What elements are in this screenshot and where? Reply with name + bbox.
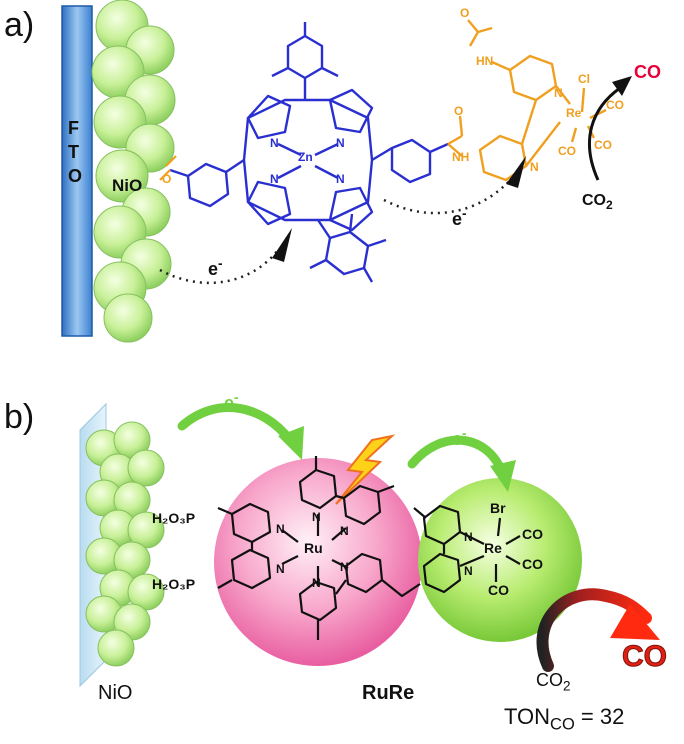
co-ligand-b-1: CO (522, 526, 543, 542)
phosphonate-upper: H₂O₃P (152, 510, 196, 526)
nio-particles-a (91, 0, 176, 343)
re-atom-a: Re (566, 106, 582, 120)
panel-a-label: a) (4, 6, 35, 44)
nio-label-b: NiO (98, 682, 133, 704)
ru-n-4: N (312, 576, 321, 590)
ru-n-1: N (276, 522, 285, 536)
fto-letter-o: O (68, 166, 83, 186)
co2-to-co-arrow-a (588, 86, 621, 181)
fto-letter-f: F (68, 118, 79, 138)
electron-label-b-left: e- (224, 390, 239, 413)
re-atom-b: Re (484, 540, 502, 556)
ru-n-3: N (312, 510, 321, 524)
bpy-n-lower: N (530, 160, 539, 174)
re-n-2: N (464, 564, 473, 578)
co-ligand-a-3: CO (558, 144, 576, 158)
ton-label: TONCO = 32 (504, 704, 625, 734)
porphyrin-n-3: N (270, 172, 279, 186)
ru-n-2: N (276, 562, 285, 576)
co-ligand-a-1: CO (606, 98, 624, 112)
ru-n-5: N (340, 524, 349, 538)
nio-particles-b (85, 421, 165, 667)
co2-label-a: CO2 (582, 192, 613, 213)
co2-label-b: CO2 (536, 670, 571, 694)
ester-linker (159, 155, 177, 181)
amide-o: O (454, 104, 464, 118)
electron-arrowhead-left (272, 228, 292, 262)
electron-arrow-nio-to-ru (177, 403, 295, 445)
electron-label-a-right: e- (452, 206, 467, 229)
zn-porphyrin (169, 22, 449, 283)
lightning-bolt-icon (335, 434, 396, 505)
fto-letter-t: T (68, 142, 79, 162)
ru-atom: Ru (304, 540, 323, 556)
ru-n-6: N (340, 560, 349, 574)
electron-arrowhead-right (506, 156, 526, 188)
re-n-1: N (464, 530, 473, 544)
electron-path-right (383, 177, 513, 215)
co-product-b: CO (622, 640, 668, 674)
zn-atom: Zn (298, 150, 313, 164)
porphyrin-n-4: N (336, 172, 345, 186)
amide-nh: NH (452, 150, 470, 164)
electron-path-left (159, 249, 279, 285)
nio-label-a: NiO (112, 176, 143, 195)
phosphonate-lower: H₂O₃P (152, 576, 196, 592)
acetyl-o: O (460, 6, 470, 20)
co-ligand-a-2: CO (594, 138, 612, 152)
re-bipyridine-complex-b (413, 504, 521, 594)
porphyrin-n-2: N (336, 136, 345, 150)
cl-ligand: Cl (578, 72, 590, 86)
acetamide-hn: HN (476, 54, 494, 68)
co-ligand-b-2: CO (522, 556, 543, 572)
bpy-n-upper: N (554, 86, 563, 100)
rure-label: RuRe (362, 682, 415, 704)
electron-arrow-ru-to-re (407, 435, 507, 477)
ru-bipyridine-complex (217, 456, 421, 640)
ester-o: O (162, 172, 172, 186)
br-ligand: Br (490, 500, 506, 516)
porphyrin-n-1: N (270, 136, 279, 150)
panel-b-label: b) (4, 398, 35, 436)
co-product-a: CO (634, 62, 661, 82)
re-bipyridine-complex (447, 19, 607, 182)
electron-label-a-left: e- (208, 256, 223, 279)
fto-electrode (61, 5, 93, 337)
co-ligand-b-3: CO (488, 582, 509, 598)
co2-to-co-arrow-b (536, 588, 652, 672)
electron-label-b-right: e- (452, 426, 467, 449)
